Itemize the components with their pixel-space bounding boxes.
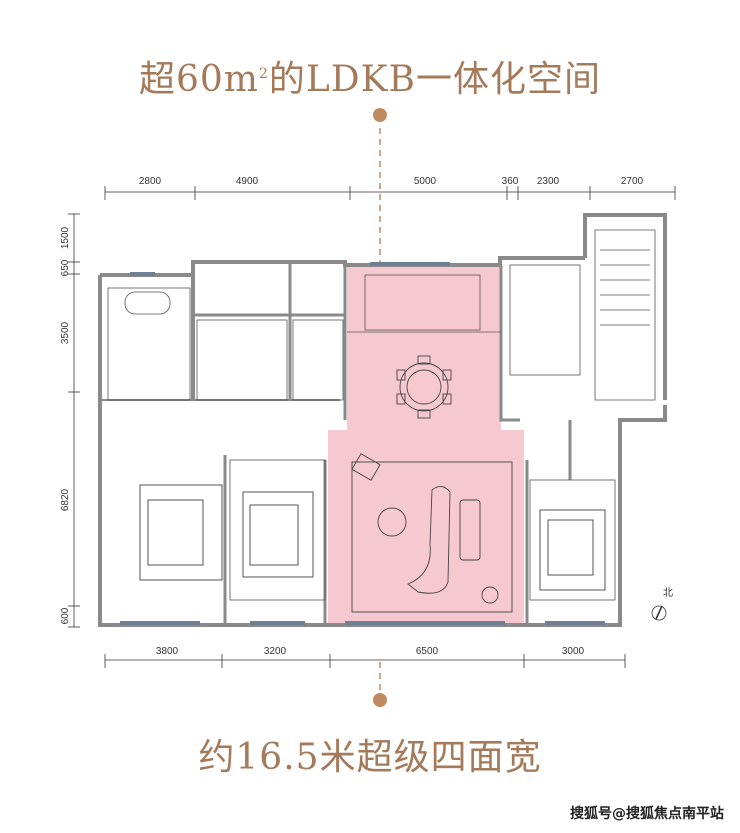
dimension-label: 3200: [264, 646, 287, 657]
dimension-label: 6500: [416, 646, 439, 657]
dimension-label: 360: [502, 176, 519, 187]
frontage-headline: 约16.5米超级四面宽: [198, 737, 542, 778]
dimension-label: 2300: [537, 176, 560, 187]
dimension-label: 3000: [562, 646, 585, 657]
ldkb-highlight: [328, 265, 524, 625]
headline-part: 的LDKB一体化空间: [268, 59, 601, 100]
headline-part: 超60m: [139, 59, 259, 100]
interior-lines: [107, 229, 656, 601]
watermark: 搜狐号@搜狐焦点南平站: [570, 806, 724, 822]
dimension-label: 3500: [60, 321, 71, 344]
bottom-dimension-line: [104, 654, 626, 668]
bedroom-beds: [139, 484, 606, 591]
dining-table: [396, 355, 452, 419]
windows: [120, 262, 605, 625]
dimension-label: 3800: [156, 646, 179, 657]
living-room-furniture: [351, 453, 513, 613]
dimension-label: 2700: [621, 176, 644, 187]
top-dimension-line: [104, 186, 676, 200]
dimension-label: 650: [60, 259, 71, 276]
plan-headline: 超60m2的LDKB一体化空间: [0, 50, 740, 102]
dimension-label: 1500: [60, 226, 71, 249]
headline-superscript: 2: [258, 66, 269, 82]
dimension-label: 600: [60, 607, 71, 624]
left-dimension-line: [68, 213, 80, 628]
top-marker-dot: [373, 108, 387, 122]
dimension-label: 6820: [60, 488, 71, 511]
north-compass: 北: [651, 587, 673, 621]
compass-label: 北: [663, 587, 673, 599]
dimension-label: 2800: [139, 176, 162, 187]
bottom-marker-dot: [373, 693, 387, 707]
dimension-label: 4900: [236, 176, 259, 187]
dimension-label: 5000: [414, 176, 437, 187]
